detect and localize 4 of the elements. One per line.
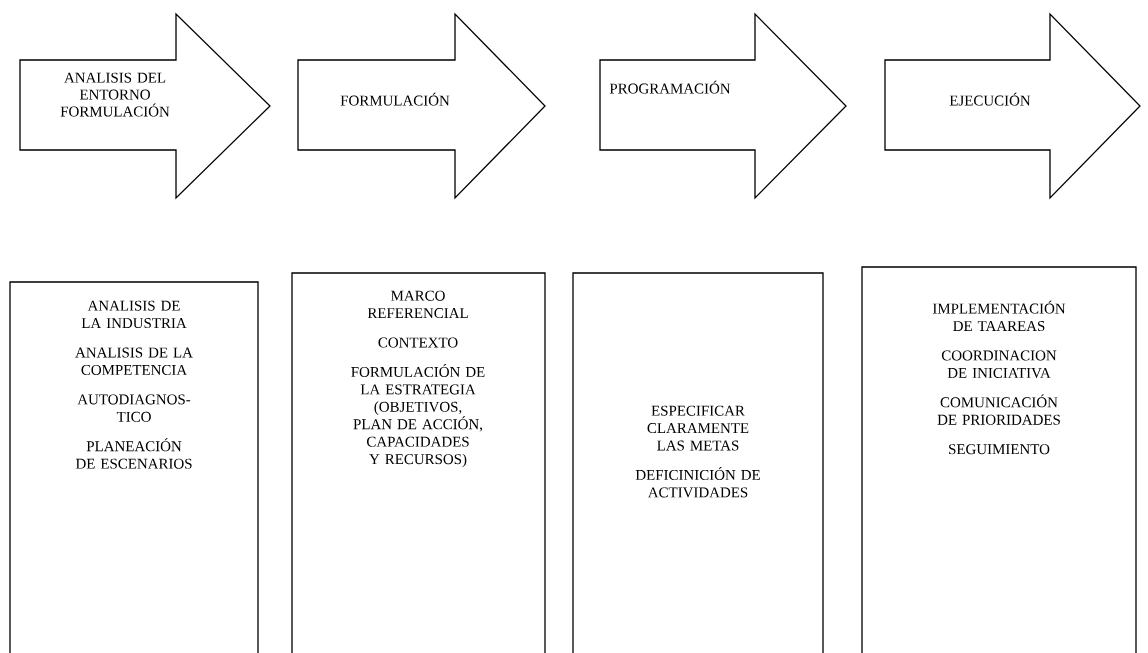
text-box: ANALISIS DE LA INDUSTRIA ANALISIS DE LA COMPETENCIA AUTODIAGNOS-TICO PLANEACIÓN DE ESCENARIOS <box>9 281 259 653</box>
text-box: ESPECIFICAR CLARAMENTE LAS METAS DEFICINICIÓN DE ACTIVIDADES <box>572 272 824 653</box>
text-box: MARCO REFERENCIAL CONTEXTO FORMULACIÓN DE LA ESTRATEGIA (OBJETIVOS, PLAN DE ACCIÓN, CAPACIDADES Y RECURSOS) <box>291 272 546 653</box>
text-box: IMPLEMENTACIÓN DE TAAREAS COORDINACION DE INICIATIVA COMUNICACIÓN DE PRIORIDADES SEGUIMIENTO <box>861 266 1137 653</box>
